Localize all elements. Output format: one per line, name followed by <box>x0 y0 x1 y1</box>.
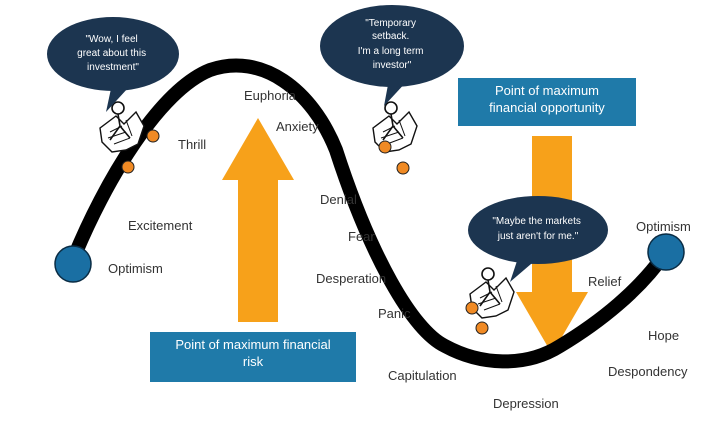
investor-figure-depressed-icon <box>465 267 515 335</box>
max-risk-line-1: Point of maximum financial <box>175 337 331 352</box>
stage-hope: Hope <box>648 328 679 343</box>
max-opportunity-line-1: Point of maximum <box>494 83 600 98</box>
start-endpoint-marker <box>54 245 92 283</box>
speech-bubble-denial: "Temporary setback. I'm a long term inve… <box>320 5 464 106</box>
max-opportunity-box: Point of maximum financial opportunity <box>458 78 636 126</box>
bubble-denial-line-1: "Temporary <box>365 18 416 29</box>
bubble-denial-line-3: I'm a long term <box>358 46 424 57</box>
risk-up-arrow <box>222 118 294 322</box>
stage-panic: Panic <box>378 306 411 321</box>
sentiment-curve <box>65 58 673 369</box>
svg-text:"Temporary setback.: "Temporary setback. I'm a long term inve… <box>358 18 427 71</box>
stage-denial: Denial <box>320 192 357 207</box>
speech-bubble-euphoric: "Wow, I feel great about this investment… <box>47 17 179 112</box>
svg-text:"Maybe the markets just: "Maybe the markets just aren't for me." <box>492 216 583 242</box>
stage-relief: Relief <box>588 274 622 289</box>
bubble-depressed-line-2: just aren't for me." <box>497 231 579 242</box>
stage-anxiety: Anxiety <box>276 119 319 134</box>
max-risk-line-2: risk <box>242 354 264 369</box>
investor-figure-euphoric-icon <box>99 101 160 174</box>
max-risk-box: Point of maximum financial risk <box>150 332 356 382</box>
end-endpoint-marker <box>647 233 685 271</box>
stage-desperation: Desperation <box>316 271 386 286</box>
investor-figure-denial-icon <box>372 101 418 175</box>
stage-fear: Fear <box>348 229 375 244</box>
speech-bubble-depressed: "Maybe the markets just aren't for me." <box>468 196 608 282</box>
stage-capitulation: Capitulation <box>388 368 457 383</box>
bubble-denial-line-2: setback. <box>372 31 409 42</box>
stage-depression: Depression <box>493 396 559 411</box>
stage-euphoria: Euphoria <box>244 88 297 103</box>
stage-optimism-start: Optimism <box>108 261 163 276</box>
bubble-euphoric-line-3: investment" <box>87 62 139 73</box>
stage-thrill: Thrill <box>178 137 206 152</box>
svg-text:"Wow, I feel great about: "Wow, I feel great about this investment… <box>77 34 149 73</box>
bubble-depressed-line-1: "Maybe the markets <box>492 216 581 227</box>
stage-excitement: Excitement <box>128 218 193 233</box>
max-opportunity-line-2: financial opportunity <box>489 100 605 115</box>
bubble-euphoric-line-1: "Wow, I feel <box>85 34 137 45</box>
bubble-euphoric-line-2: great about this <box>77 48 146 59</box>
stage-despondency: Despondency <box>608 364 688 379</box>
bubble-denial-line-4: investor" <box>373 60 412 71</box>
stage-optimism-end: Optimism <box>636 219 691 234</box>
